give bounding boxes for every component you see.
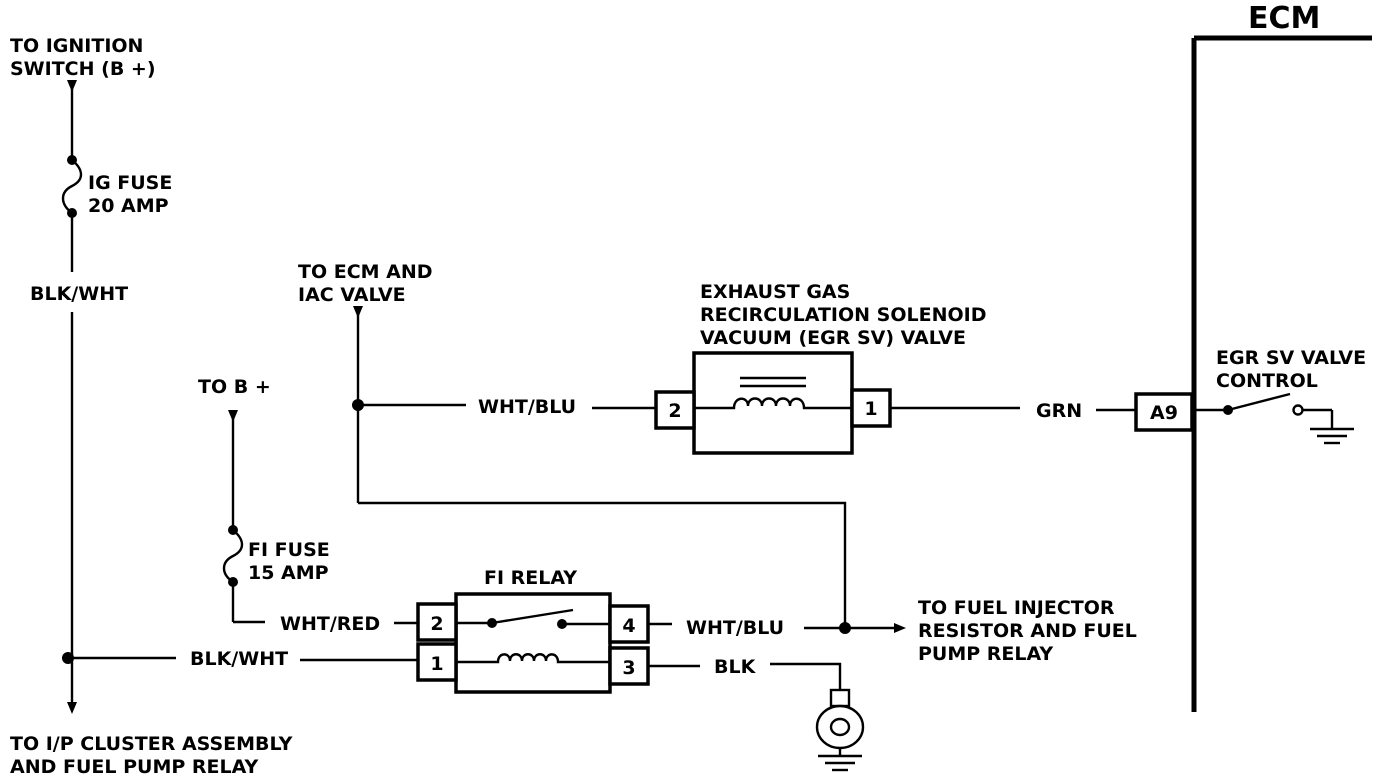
ecm-pin-a9-label: A9 <box>1150 402 1178 424</box>
chassis-ground-icon <box>815 688 865 772</box>
wire-blk-wht-horizontal: BLK/WHT <box>68 648 418 670</box>
wire-label-blk-wht-vertical: BLK/WHT <box>30 283 128 305</box>
switch-blade <box>1227 392 1291 412</box>
switch-contact <box>1292 404 1304 416</box>
egr-control-switch: EGR SV VALVE CONTROL <box>1194 347 1366 445</box>
egr-valve-pin-2 <box>654 390 696 430</box>
wire-wht-blu-bottom: WHT/BLU TO FUEL INJECTOR RESISTOR AND FU… <box>648 597 1137 665</box>
egr-sv-valve: EXHAUST GAS RECIRCULATION SOLENOID VACUU… <box>654 281 986 455</box>
ecm-iac-feed: TO ECM AND IAC VALVE WHT/BLU <box>298 261 847 628</box>
ecm-title: ECM <box>1248 1 1320 36</box>
egr-solenoid-coil-icon <box>694 376 852 410</box>
fi-relay-switch-icon <box>456 608 610 629</box>
wire-label-grn: GRN <box>1036 400 1082 422</box>
wire-blk: BLK <box>648 656 865 772</box>
fi-relay: FI RELAY 2 1 4 3 <box>416 567 650 694</box>
ig-fuse-icon <box>61 155 83 218</box>
wire-label-wht-red: WHT/RED <box>280 613 380 635</box>
egr-valve-label-2: RECIRCULATION SOLENOID <box>700 304 986 326</box>
fi-relay-title: FI RELAY <box>484 567 577 589</box>
ecm-pin-a9: A9 <box>1134 392 1194 432</box>
ip-cluster-label-1: TO I/P CLUSTER ASSEMBLY <box>10 733 293 755</box>
to-b-plus-label: TO B + <box>198 376 271 398</box>
egr-valve-label-3: VACUUM (EGR SV) VALVE <box>700 327 966 349</box>
wire-label-blk: BLK <box>714 656 757 678</box>
fi-relay-pin-3-label: 3 <box>622 657 635 679</box>
ecm-ground-icon <box>1310 427 1354 445</box>
egr-valve-pin-2-label: 2 <box>668 400 681 422</box>
fi-fuse-label-2: 15 AMP <box>248 562 329 584</box>
fi-relay-pin-2 <box>416 602 458 642</box>
fuel-injector-label-2: RESISTOR AND FUEL <box>918 620 1137 642</box>
wire-label-wht-blu-top: WHT/BLU <box>478 396 576 418</box>
ecm-iac-label-1: TO ECM AND <box>298 261 433 283</box>
ignition-feed: TO IGNITION SWITCH (B +) IG FUSE 20 AMP … <box>10 35 293 778</box>
fuel-injector-label-1: TO FUEL INJECTOR <box>918 597 1115 619</box>
fi-relay-coil-icon <box>456 653 610 664</box>
wire-grn: GRN <box>890 400 1136 422</box>
fi-relay-pin-4-label: 4 <box>622 615 635 637</box>
fi-relay-pin-3 <box>608 646 650 686</box>
ip-cluster-label-2: AND FUEL PUMP RELAY <box>10 756 259 778</box>
fi-relay-pin-2-label: 2 <box>430 613 443 635</box>
wire-label-blk-wht-horizontal: BLK/WHT <box>190 648 288 670</box>
fuel-injector-label-3: PUMP RELAY <box>918 643 1053 665</box>
egr-control-label-2: CONTROL <box>1216 370 1318 392</box>
ecm-module: ECM <box>1191 1 1372 712</box>
ignition-label-2: SWITCH (B +) <box>10 58 156 80</box>
egr-control-label-1: EGR SV VALVE <box>1216 347 1366 369</box>
fi-relay-pin-1-label: 1 <box>430 653 443 675</box>
ig-fuse-label-2: 20 AMP <box>88 195 169 217</box>
b-plus-feed: TO B + FI FUSE 15 AMP WHT/RED <box>198 376 418 635</box>
fi-fuse-icon <box>222 525 244 587</box>
egr-valve-body <box>692 351 854 455</box>
ignition-label-1: TO IGNITION <box>10 35 143 57</box>
wire-label-wht-blu-bottom: WHT/BLU <box>686 617 784 639</box>
splice-dot-fuel-injector <box>839 622 851 634</box>
ig-fuse-label-1: IG FUSE <box>88 172 172 194</box>
egr-valve-label-1: EXHAUST GAS <box>700 281 850 303</box>
egr-valve-pin-1-label: 1 <box>864 398 877 420</box>
ecm-iac-label-2: IAC VALVE <box>298 284 406 306</box>
ecm-border <box>1191 35 1372 712</box>
fi-relay-body <box>454 592 612 694</box>
fi-fuse-label-1: FI FUSE <box>248 539 330 561</box>
